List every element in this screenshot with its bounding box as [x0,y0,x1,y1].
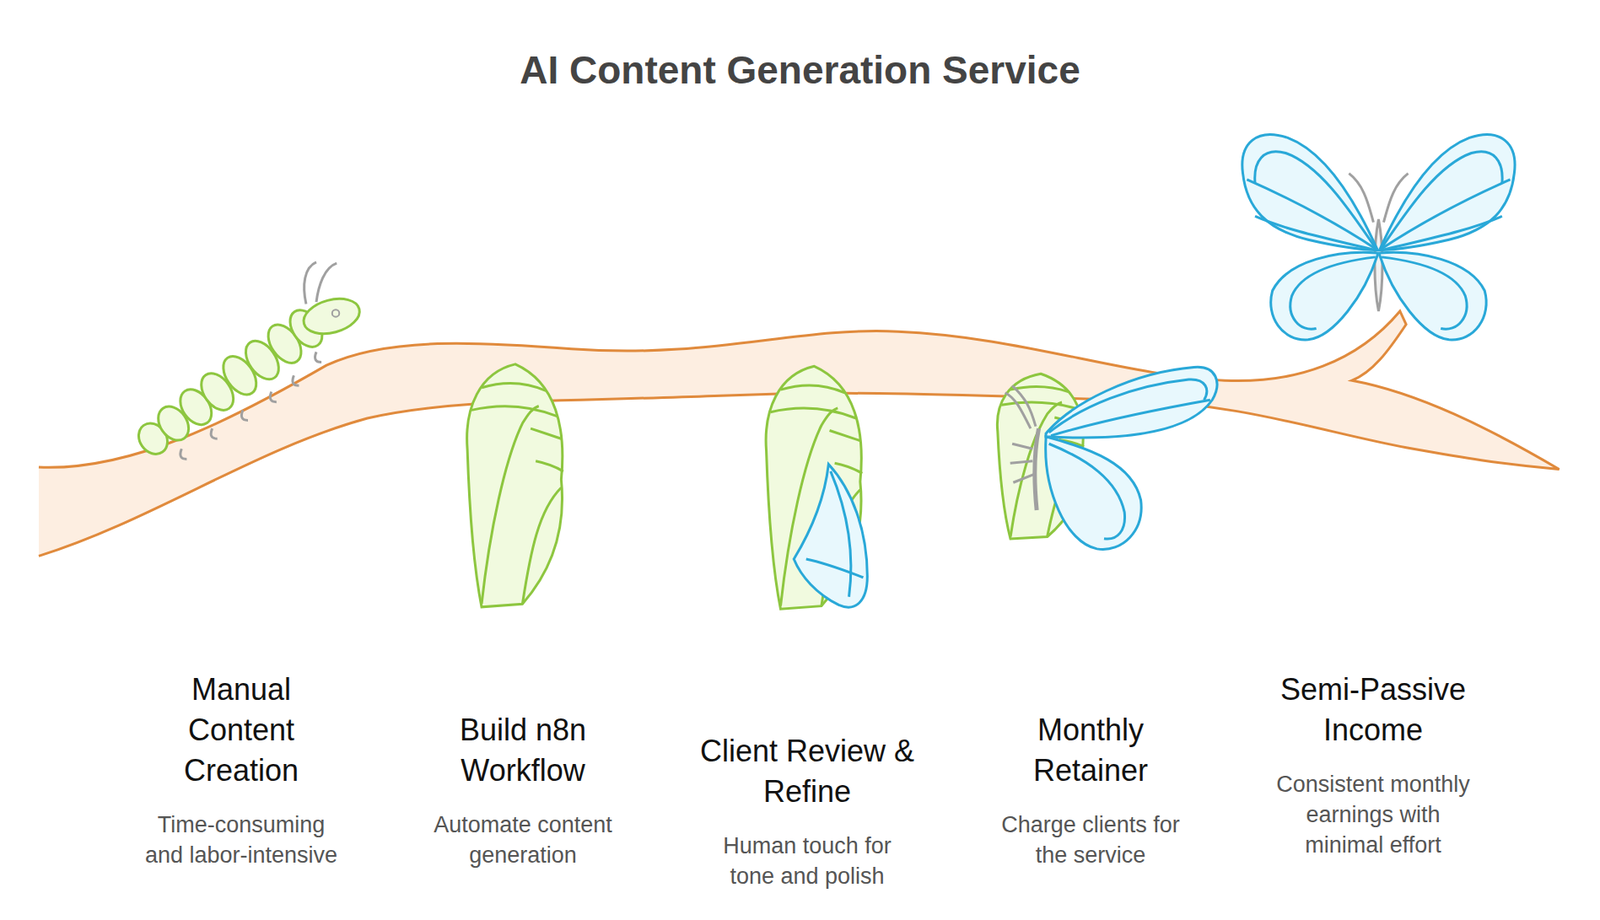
caterpillar-leg [315,351,323,362]
butterfly-body [1374,219,1383,312]
caterpillar-leg [180,448,188,459]
stage-title: Monthly Retainer [997,710,1184,792]
stage-node: Manual Content CreationTime-consuming an… [97,669,385,871]
butterfly-legs [1010,443,1035,483]
stage-description: Time-consuming and labor-intensive [140,809,343,871]
chrysalis [467,364,564,608]
butterfly-body [1034,428,1040,511]
butterfly-wing [1045,366,1218,438]
caterpillar-antenna [316,263,337,302]
butterfly-wing [793,463,868,608]
illustration-group [38,134,1560,610]
stage-title: Manual Content Creation [148,669,335,792]
caterpillar-leg [210,428,218,439]
stage-title: Semi-Passive Income [1255,669,1492,751]
emerging-wing [793,463,868,608]
butterfly-antenna [1005,393,1031,429]
stage-title: Client Review & Refine [680,731,934,813]
caterpillar-head [299,293,363,340]
caterpillar-leg [269,392,277,403]
emerging-butterfly [1005,366,1218,550]
stage-description: Human touch for tone and polish [710,830,905,892]
wing-line [806,559,864,578]
butterfly-half [1379,134,1515,340]
caterpillar-leg [292,375,300,386]
butterfly-half [1242,134,1378,340]
butterfly [1242,134,1515,340]
caterpillar-leg [241,409,248,421]
stage-node: Build n8n WorkflowAutomate content gener… [379,710,667,871]
stage-description: Charge clients for the service [991,809,1191,871]
butterfly-antenna [1012,385,1036,426]
caterpillar-antenna [304,262,317,305]
stage-description: Consistent monthly earnings with minimal… [1271,769,1475,861]
diagram-title: AI Content Generation Service [0,46,1600,94]
stage-title: Build n8n Workflow [417,710,629,792]
stage-node: Semi-Passive IncomeConsistent monthly ea… [1229,669,1517,861]
stage-description: Automate content generation [413,809,633,871]
wing-line [1050,399,1211,436]
caterpillar [132,262,363,460]
butterfly-wing [1045,436,1142,550]
wing-line [1049,443,1126,539]
wing-line [830,471,852,598]
caterpillar-eye [332,309,340,317]
stage-node: Client Review & RefineHuman touch for to… [663,731,951,892]
stage-node: Monthly RetainerCharge clients for the s… [947,710,1234,871]
